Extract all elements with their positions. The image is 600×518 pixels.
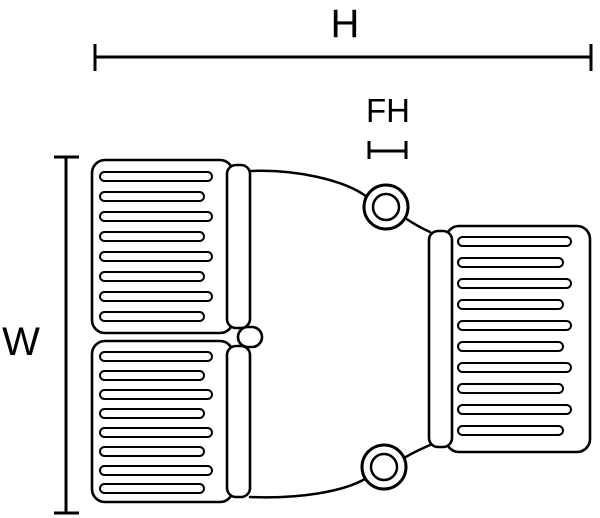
rib	[99, 427, 213, 438]
right-conduit	[427, 224, 592, 454]
top-left-conduit-flange	[225, 163, 252, 330]
rib	[99, 311, 205, 322]
h-dimension: H	[93, 2, 593, 71]
rib	[99, 191, 205, 202]
rib	[99, 465, 213, 476]
rib	[457, 362, 572, 373]
bottom-right-curve	[402, 443, 432, 460]
top-ring-inner	[371, 192, 401, 222]
rib	[99, 291, 213, 302]
top-ring	[362, 183, 410, 231]
rib	[99, 389, 213, 400]
right-conduit-flange	[427, 229, 454, 449]
rib	[99, 231, 205, 242]
rib	[99, 446, 205, 457]
rib	[457, 299, 564, 310]
bottom-ring	[360, 443, 408, 491]
rib	[99, 271, 205, 282]
bottom-ring-inner	[369, 452, 399, 482]
rib	[457, 341, 564, 352]
rib	[457, 257, 564, 268]
top-left-conduit-body	[90, 158, 235, 335]
rib	[99, 251, 213, 262]
rib	[457, 404, 572, 415]
rib	[457, 278, 572, 289]
rib	[457, 320, 572, 331]
rib	[99, 483, 205, 494]
rib	[99, 370, 205, 381]
junction-curves	[248, 169, 432, 499]
rib	[457, 383, 564, 394]
w-dimension: W	[2, 155, 79, 515]
bottom-left-conduit-flange	[225, 344, 252, 499]
rib	[457, 236, 572, 247]
h-dimension-label: H	[331, 2, 360, 46]
rib	[99, 408, 205, 419]
w-dimension-label: W	[2, 320, 40, 364]
bottom-left-conduit	[90, 339, 252, 504]
rib	[457, 425, 564, 436]
rib	[99, 171, 213, 182]
fh-dimension: FH	[366, 92, 410, 159]
rib	[99, 351, 213, 362]
center-tab	[236, 325, 264, 349]
bottom-left-conduit-body	[90, 339, 235, 504]
bottom-left-curve	[248, 477, 367, 499]
top-right-curve	[403, 216, 432, 234]
rib	[99, 211, 213, 222]
top-left-curve	[248, 169, 369, 199]
fh-dimension-label: FH	[366, 92, 410, 129]
top-left-conduit	[90, 158, 252, 335]
